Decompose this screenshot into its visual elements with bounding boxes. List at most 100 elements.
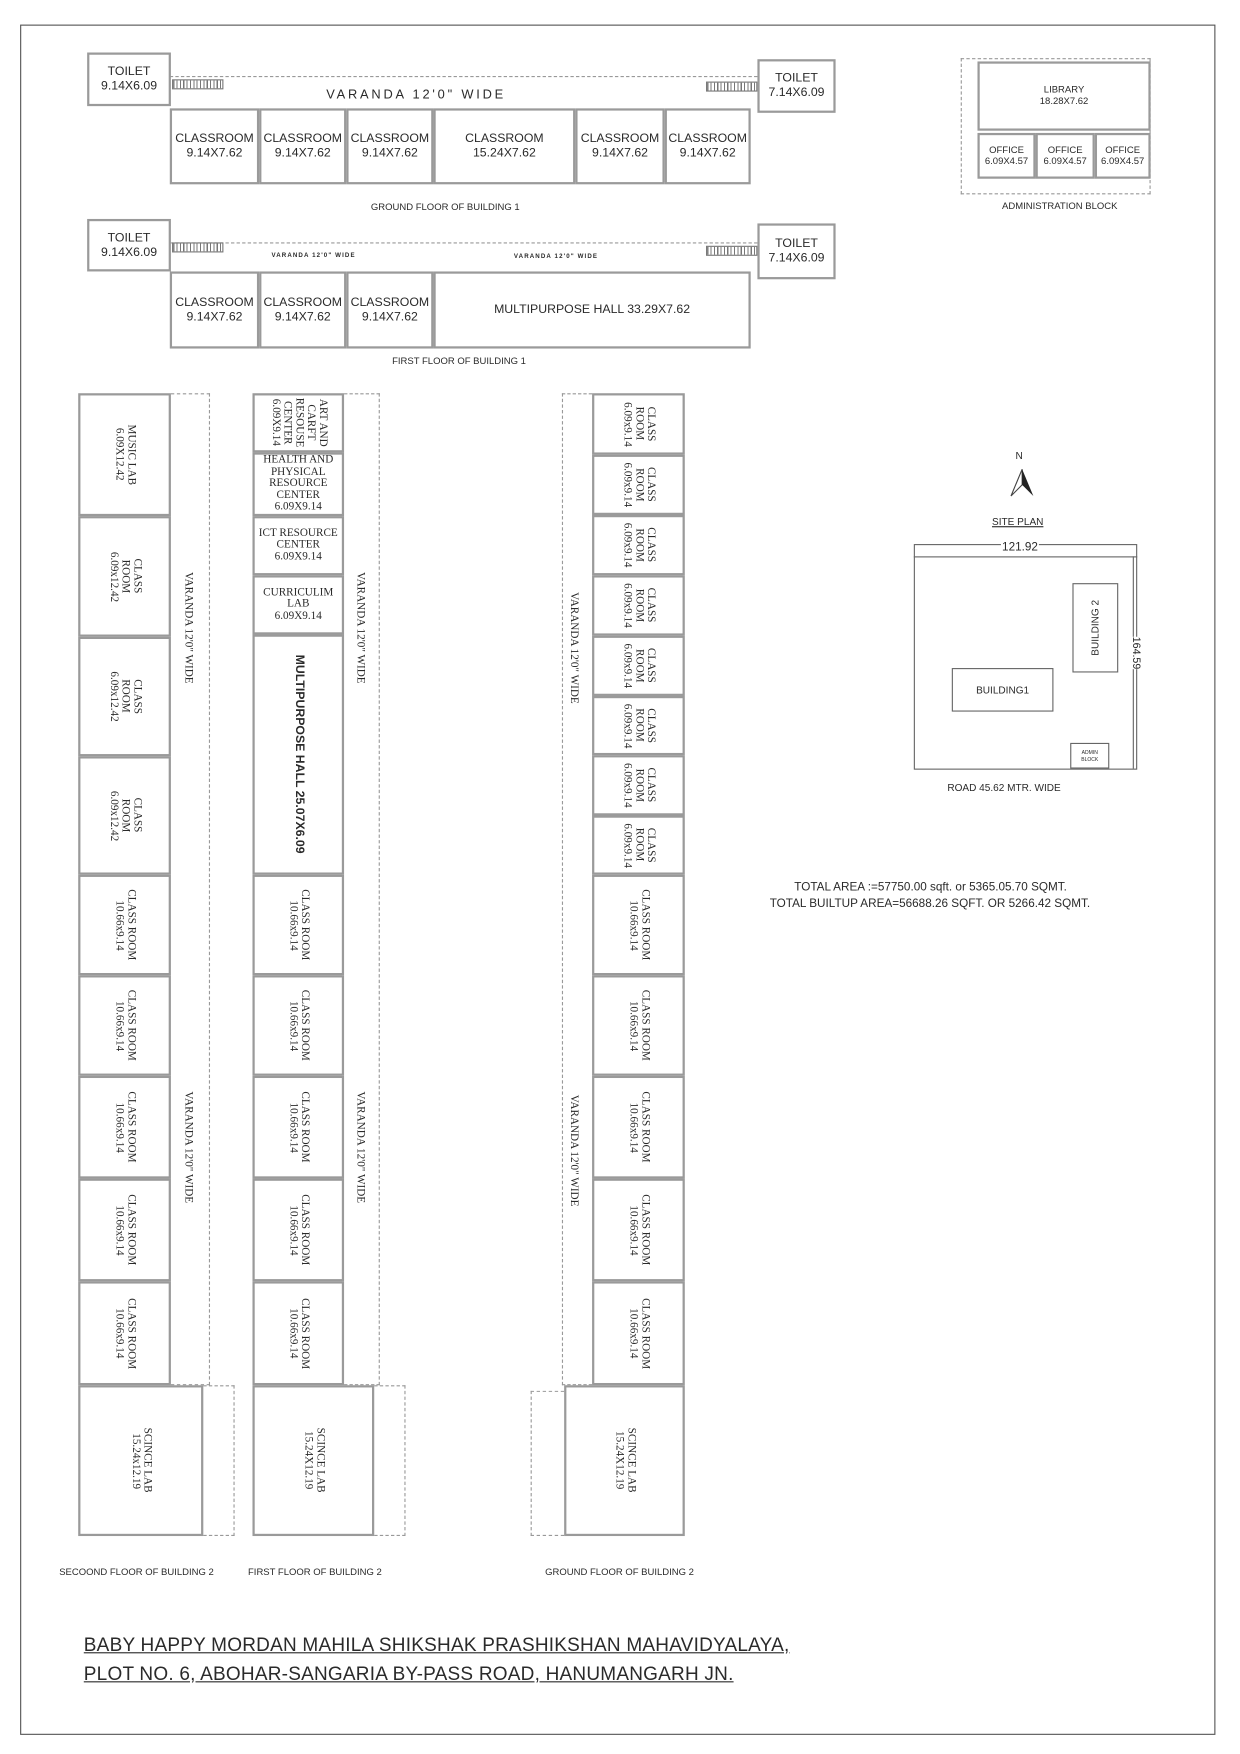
floor-caption: GROUND FLOOR OF BUILDING 2: [545, 1566, 694, 1578]
room-name: ART AND CARFT RESOUSE CENTER: [281, 397, 329, 448]
room-name: CLASS ROOM: [633, 708, 658, 743]
room-name: CLASS ROOM: [638, 1091, 652, 1163]
room-name: LIBRARY: [1043, 84, 1085, 96]
room-name: TOILET: [775, 237, 818, 251]
room-size: 6.09X9.14: [274, 609, 322, 622]
site-building-1: BUILDING1: [951, 668, 1054, 712]
varanda-outline: [169, 242, 758, 244]
room-size: 10.66x9.14: [113, 1204, 126, 1256]
room-name: TOILET: [107, 65, 151, 79]
room-size: 6.09X4.57: [984, 154, 1029, 166]
room-size: 6.09X9.14: [274, 500, 322, 514]
room-size: 10.66x9.14: [627, 1204, 640, 1256]
room-name: CLASS ROOM: [298, 1297, 312, 1369]
room-size: 6.09x9.14: [621, 522, 634, 568]
varanda-label: VARANDA 12'0" WIDE: [182, 1091, 195, 1204]
room-size: 10.66x9.14: [113, 1000, 126, 1051]
room-size: 6.09x9.14: [621, 462, 634, 508]
room-size: 18.28X7.62: [1039, 94, 1089, 107]
room-size: 7.14X6.09: [768, 86, 825, 100]
room-name: CLASSROOM: [668, 132, 747, 146]
room-size: 10.66x9.14: [287, 1204, 300, 1256]
room-size: 6.09x9.14: [621, 703, 634, 748]
room-name: CLASS ROOM: [638, 889, 652, 961]
room-name: CLASS ROOM: [638, 989, 652, 1062]
room-size: 15.24X12.19: [613, 1431, 626, 1490]
room-size: 10.66x9.14: [113, 1102, 126, 1153]
floor-caption: FIRST FLOOR OF BUILDING 2: [248, 1566, 382, 1578]
room-size: 6.09X12.42: [113, 428, 126, 482]
room-name: SCINCE LAB: [625, 1428, 638, 1494]
floor-caption: ADMINISTRATION BLOCK: [1002, 199, 1118, 212]
total-area: TOTAL AREA :=57750.00 sqft. or 5365.05.7…: [794, 880, 1067, 894]
sheet-border: [20, 24, 1216, 1735]
room-name: CLASS ROOM: [633, 767, 658, 803]
room-size: 9.14X7.62: [679, 146, 736, 160]
room-name: OFFICE: [989, 143, 1024, 155]
institution-address: PLOT NO. 6, ABOHAR-SANGARIA BY-PASS ROAD…: [83, 1663, 734, 1685]
room-name: HEALTH AND PHYSICAL RESOURCE CENTER: [263, 453, 334, 502]
staircase-icon: [172, 242, 224, 253]
room-name: CURRICULIM LAB: [263, 586, 334, 611]
varanda-label: VARANDA 12'0" WIDE: [567, 592, 580, 704]
room-size: 6.09x9.14: [621, 643, 634, 689]
room-name: CLASS ROOM: [125, 1194, 138, 1266]
room-size: 6.09X4.57: [1043, 154, 1087, 166]
staircase-icon: [172, 79, 224, 90]
room-name: MULTIPURPOSE HALL 25.07X6.09: [292, 655, 306, 855]
multipurpose-hall: MULTIPURPOSE HALL 25.07X6.09: [252, 634, 345, 875]
room-size: 10.66x9.14: [287, 1000, 300, 1051]
room-name: CLASS ROOM: [119, 559, 144, 594]
north-label: N: [1015, 450, 1023, 462]
staircase-icon: [706, 81, 758, 92]
room-size: 10.66x9.14: [627, 1308, 640, 1359]
room-name: CLASS ROOM: [633, 467, 658, 503]
room-size: 10.66x9.14: [627, 899, 640, 951]
room-name: CLASS ROOM: [638, 1297, 652, 1369]
site-admin-block-label: ADMIN BLOCK: [1081, 749, 1099, 762]
room-size: 6.09x12.42: [107, 790, 120, 841]
room-size: 6.09x9.14: [621, 583, 634, 628]
room-name: CLASSROOM: [175, 295, 254, 310]
floor-caption: FIRST FLOOR OF BUILDING 1: [392, 355, 526, 367]
room-size: 9.14X7.62: [361, 310, 418, 324]
varanda-label: VARANDA 12'0" WIDE: [513, 253, 599, 261]
room-size: 9.14X7.62: [274, 146, 331, 160]
multipurpose-hall: MULTIPURPOSE HALL 33.29X7.62: [433, 271, 751, 349]
site-plan-title: SITE PLAN: [992, 516, 1044, 528]
room-size: 9.14X6.09: [101, 79, 158, 93]
room-size: 6.09x9.14: [621, 822, 634, 868]
varanda-outline: [170, 393, 211, 1386]
room-size: 15.24X12.19: [302, 1431, 315, 1490]
varanda-label: VARANDA 12'0" WIDE: [354, 1091, 367, 1204]
site-building-2-label: BUILDING 2: [1089, 599, 1101, 656]
room-name: SCINCE LAB: [313, 1428, 327, 1494]
room-name: OFFICE: [1047, 143, 1083, 155]
room-size: 6.09X4.57: [1101, 154, 1145, 166]
road-label: ROAD 45.62 MTR. WIDE: [947, 781, 1061, 794]
room-name: CLASS ROOM: [125, 1091, 138, 1163]
varanda-label: VARANDA 12'0" WIDE: [567, 1094, 580, 1207]
room-size: 9.14X7.62: [186, 146, 243, 160]
varanda-outline: [374, 1385, 406, 1537]
floor-caption: SECOOND FLOOR OF BUILDING 2: [59, 1566, 214, 1578]
room-name: CLASS ROOM: [633, 588, 658, 623]
room-size: 10.66x9.14: [113, 1308, 126, 1359]
